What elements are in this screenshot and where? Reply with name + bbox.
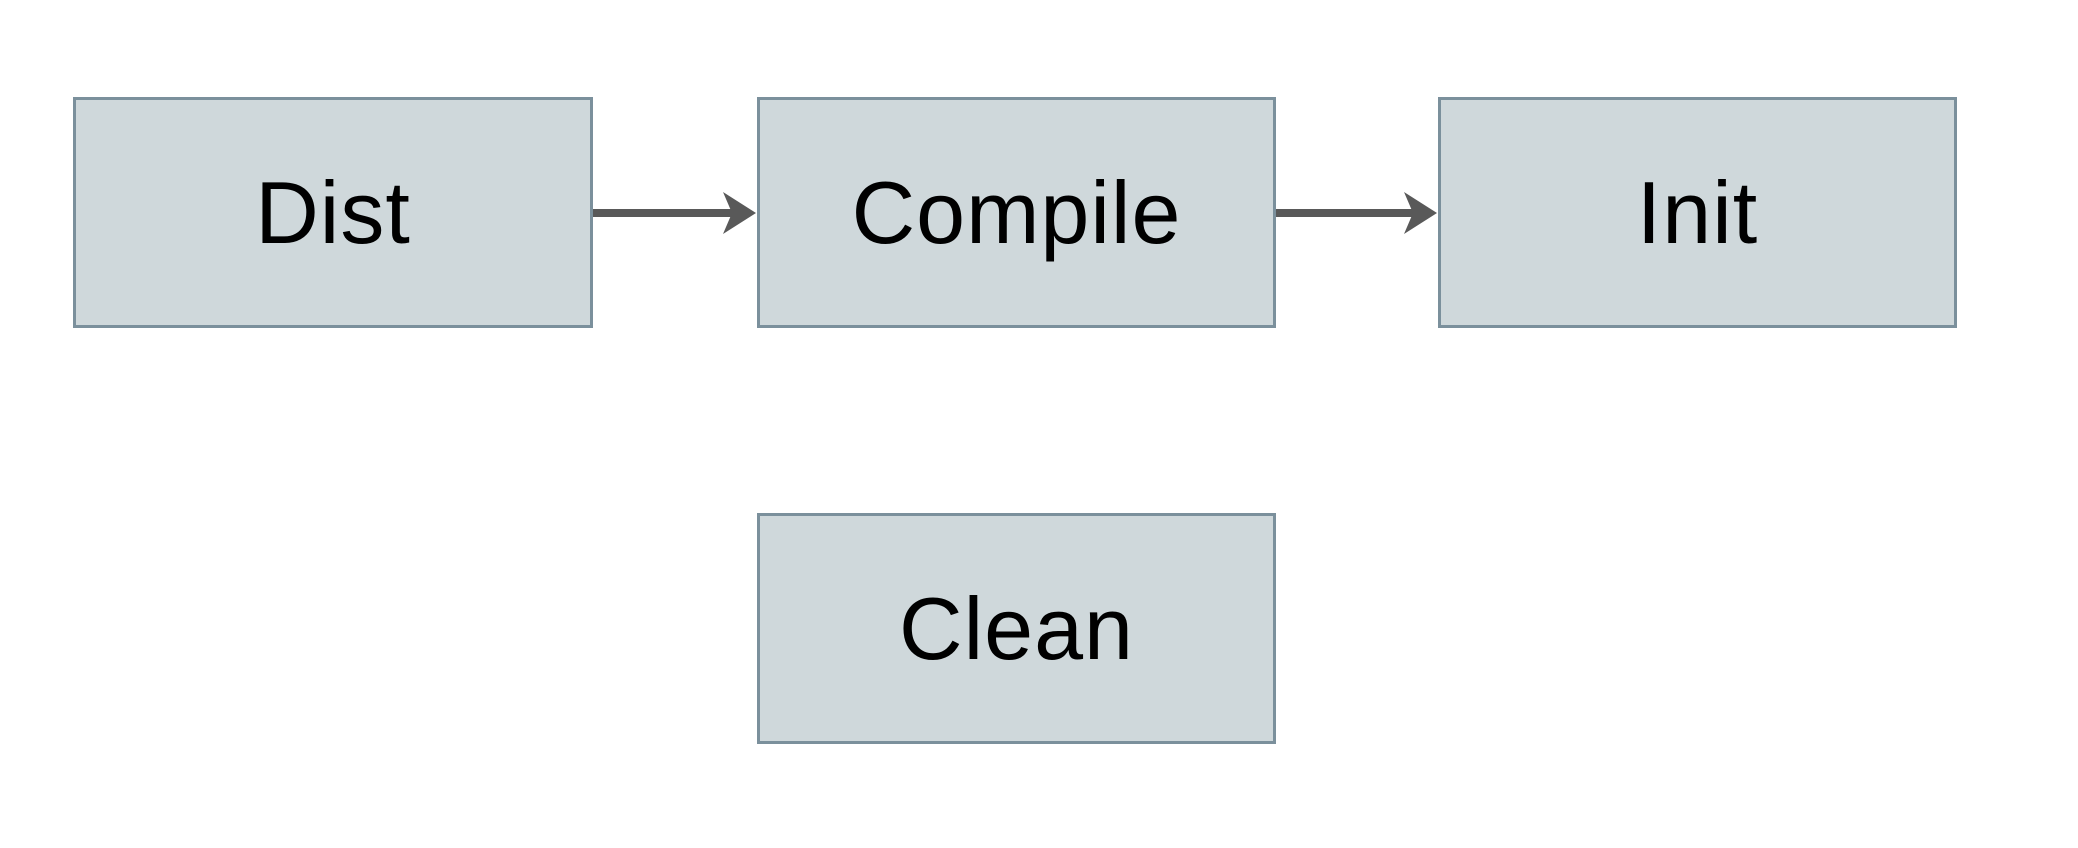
node-dist-label: Dist <box>255 162 411 262</box>
node-compile: Compile <box>757 97 1276 328</box>
node-clean-label: Clean <box>899 578 1134 678</box>
arrow-dist-to-compile <box>593 192 756 234</box>
arrowhead-icon <box>723 192 756 234</box>
node-init-label: Init <box>1636 162 1759 262</box>
node-compile-label: Compile <box>851 162 1182 262</box>
arrowhead-icon <box>1404 192 1437 234</box>
node-clean: Clean <box>757 513 1276 744</box>
node-dist: Dist <box>73 97 593 328</box>
arrow-compile-to-init <box>1276 192 1437 234</box>
node-init: Init <box>1438 97 1957 328</box>
